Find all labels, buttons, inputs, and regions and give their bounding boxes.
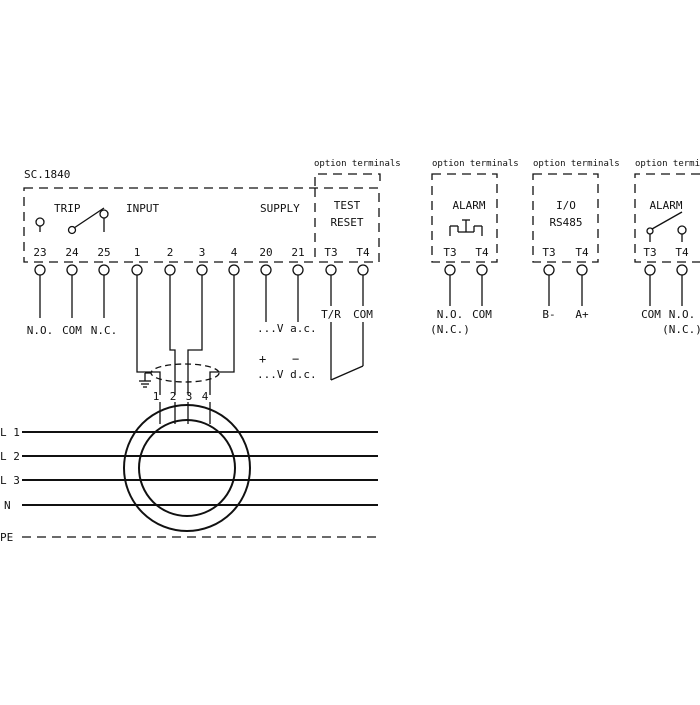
io-output-b: B- [542,308,555,321]
supply-minus: − [292,352,299,366]
ground-symbol [139,372,151,388]
alarm-output-com: COM [472,308,492,321]
terminal-circle [476,264,488,276]
terminal-circle [444,264,456,276]
alarm2-title: ALARM [649,199,682,212]
test-reset-header: option terminals [314,159,401,169]
terminal-label: 4 [231,246,238,259]
alarm-title: ALARM [452,199,485,212]
terminal-circle [325,264,337,276]
terminal-label: 3 [199,246,206,259]
sensor-wire-label: 2 [170,390,177,403]
alarm2-output-no: N.O. [669,308,696,321]
test-reset-output-tr: T/R [321,308,341,321]
input-label: INPUT [126,202,159,215]
terminal-circle [644,264,656,276]
line-label-l2: L 2 [0,450,20,463]
test-reset-title-1: TEST [334,199,361,212]
test-reset-bracket [314,173,381,186]
terminal-circle [676,264,688,276]
io-module-box [532,173,599,263]
cable-shield [150,363,220,383]
terminal-circle [196,264,208,276]
sensor-wire-label: 1 [153,390,160,403]
supply-dc-label: ...V d.c. [257,368,317,381]
alarm2-output-com: COM [641,308,661,321]
line-label-l3: L 3 [0,474,20,487]
terminal-label: 2 [167,246,174,259]
terminal-circle [131,264,143,276]
alarm-output-nc: (N.C.) [430,323,470,336]
terminal-circle [164,264,176,276]
alarm-output-no: N.O. [437,308,464,321]
alarm-header: option terminals [432,159,519,169]
terminal-circle [34,264,46,276]
line-label-pe: PE [0,531,13,544]
device-box [23,187,380,263]
terminal-circle [228,264,240,276]
alarm2-contact-symbol [646,211,687,242]
terminal-circle [260,264,272,276]
device-terminal-labels: 23 24 25 1 2 3 4 20 21 [33,246,304,259]
supply-ac-label: ...V a.c. [257,322,317,335]
terminal-label: T3 [324,246,337,259]
terminal-label: 1 [134,246,141,259]
terminal-label: T4 [356,246,370,259]
alarm2-header: option terminals [635,159,700,169]
trip-label: TRIP [54,202,81,215]
io-title-2: RS485 [549,216,582,229]
terminal-label: T4 [475,246,489,259]
supply-plus: + [259,352,266,366]
io-title-1: I/O [556,199,576,212]
terminal-circle [292,264,304,276]
test-reset-output-com: COM [353,308,373,321]
toroid-inner [138,419,236,517]
io-output-a: A+ [575,308,589,321]
supply-label: SUPPLY [260,202,300,215]
terminal-label: T3 [643,246,656,259]
line-label-n: N [4,499,11,512]
alarm-module-box [431,173,498,263]
terminal-circle [543,264,555,276]
test-reset-title-2: RESET [330,216,363,229]
terminal-label: T3 [542,246,555,259]
terminal-label: 21 [291,246,304,259]
device-model-label: SC.1840 [24,168,70,181]
device-terminals [34,264,304,322]
trip-output-com: COM [62,324,82,337]
terminal-circle [66,264,78,276]
io-header: option terminals [533,159,620,169]
terminal-circle [357,264,369,276]
line-label-l1: L 1 [0,426,20,439]
terminal-label: 23 [33,246,46,259]
terminal-circle [98,264,110,276]
toroid-outer [123,404,251,532]
alarm2-module-box [634,173,700,263]
power-lines [22,431,378,538]
sensor-wire-label: 3 [186,390,193,403]
alarm2-output-nc: (N.C.) [662,323,700,336]
sensor-wires [136,275,235,424]
terminal-label: T4 [575,246,589,259]
trip-contact-symbol [35,207,109,235]
terminal-label: 24 [65,246,79,259]
terminal-label: T4 [675,246,689,259]
trip-output-no: N.O. [27,324,54,337]
terminal-label: T3 [443,246,456,259]
trip-output-nc: N.C. [91,324,118,337]
test-reset-pushbutton [330,322,364,381]
terminal-label: 20 [259,246,272,259]
terminal-circle [576,264,588,276]
terminal-label: 25 [97,246,110,259]
alarm-contact-symbol [449,219,483,236]
sensor-wire-label: 4 [202,390,209,403]
